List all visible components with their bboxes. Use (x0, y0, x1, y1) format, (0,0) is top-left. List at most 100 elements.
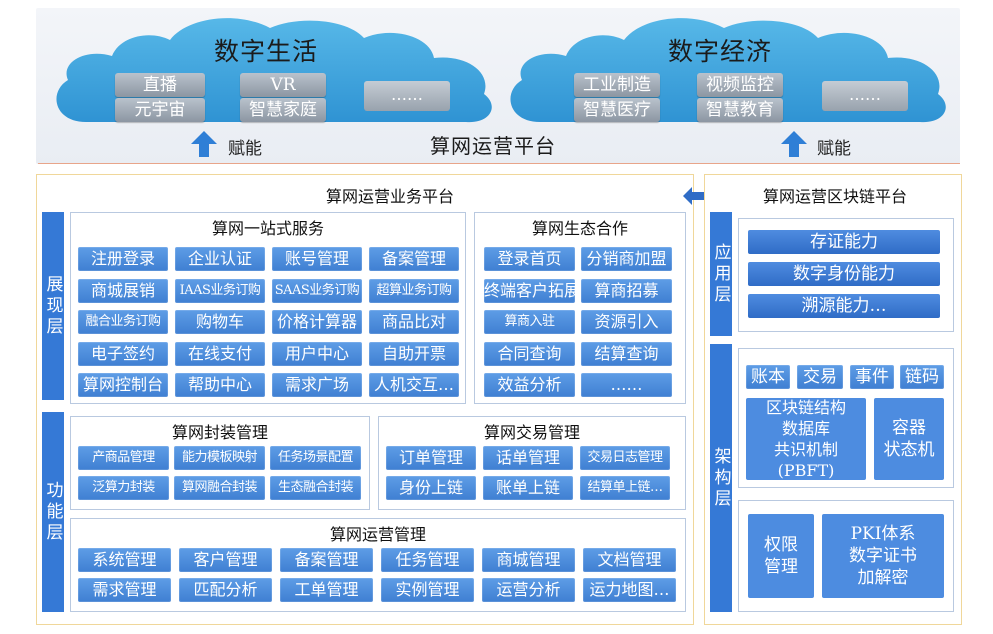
blockchain-structure-box[interactable]: 区块链结构 数据库 共识机制(PBFT) (746, 398, 866, 480)
chip-smart-education[interactable]: 智慧教育 (697, 98, 783, 122)
one-stop-item[interactable]: SAAS业务订购 (272, 278, 362, 303)
packaging-item[interactable]: 产商品管理 (78, 446, 169, 470)
trading-item[interactable]: 结算单上链… (580, 476, 670, 500)
chip-live[interactable]: 直播 (115, 73, 205, 97)
arrow-up-icon (191, 131, 217, 157)
one-stop-item[interactable]: 商品比对 (369, 310, 459, 334)
arrow-up-icon (781, 131, 807, 157)
trading-item[interactable]: 交易日志管理 (580, 446, 670, 470)
packaging-item[interactable]: 任务场景配置 (270, 446, 361, 470)
operation-item[interactable]: 工单管理 (280, 578, 373, 602)
ecosystem-item[interactable]: 算商招募 (581, 278, 672, 303)
ecosystem-item[interactable]: 结算查询 (581, 341, 672, 366)
one-stop-item[interactable]: 注册登录 (78, 247, 168, 271)
operation-item[interactable]: 实例管理 (381, 578, 474, 602)
one-stop-item[interactable]: 价格计算器 (272, 310, 362, 334)
trading-item[interactable]: 账单上链 (483, 476, 573, 500)
transaction-button[interactable]: 交易 (797, 365, 843, 389)
operation-item[interactable]: 备案管理 (280, 548, 373, 572)
empower-left-label: 赋能 (228, 139, 262, 159)
operation-item[interactable]: 系统管理 (78, 548, 171, 572)
trading-item[interactable]: 身份上链 (386, 476, 476, 500)
operation-item[interactable]: 运力地图… (583, 578, 676, 602)
event-button[interactable]: 事件 (850, 365, 894, 389)
operation-item[interactable]: 文档管理 (583, 548, 676, 572)
ecosystem-item[interactable]: …… (581, 373, 672, 397)
ecosystem-item[interactable]: 效益分析 (484, 373, 575, 397)
ecosystem-item[interactable]: 分销商加盟 (581, 247, 672, 271)
trading-item[interactable]: 话单管理 (483, 446, 573, 470)
one-stop-item[interactable]: 超算业务订购 (369, 278, 459, 303)
ecosystem-item[interactable]: 资源引入 (581, 310, 672, 334)
container-line-1: 容器 (892, 418, 926, 438)
operation-item[interactable]: 任务管理 (381, 548, 474, 572)
one-stop-item[interactable]: 用户中心 (272, 341, 362, 366)
ecosystem-title: 算网生态合作 (531, 219, 628, 238)
chip-smart-home[interactable]: 智慧家庭 (240, 98, 326, 122)
cloud-left-more[interactable]: …… (364, 81, 450, 111)
traceability-capability[interactable]: 溯源能力… (748, 294, 940, 318)
ledger-button[interactable]: 账本 (746, 365, 790, 389)
cloud-right-more[interactable]: …… (822, 81, 908, 111)
layer-function-label: 功能层 (42, 412, 64, 612)
one-stop-item[interactable]: 融合业务订购 (78, 310, 168, 334)
digital-identity-capability[interactable]: 数字身份能力 (748, 262, 940, 286)
one-stop-item[interactable]: 人机交互… (369, 373, 459, 397)
blockchain-title: 算网运营区块链平台 (762, 187, 907, 206)
cloud-right-title: 数字经济 (667, 37, 772, 66)
chip-metaverse[interactable]: 元宇宙 (115, 98, 205, 122)
one-stop-item[interactable]: 需求广场 (272, 373, 362, 397)
platform-title: 算网运营平台 (430, 134, 556, 158)
ecosystem-box: 算网生态合作 (474, 212, 686, 404)
layer-arch-label: 架构层 (710, 344, 732, 612)
pki-box[interactable]: PKI体系 数字证书 加解密 (822, 514, 944, 598)
one-stop-item[interactable]: 备案管理 (369, 247, 459, 271)
operation-item[interactable]: 需求管理 (78, 578, 171, 602)
chip-manufacturing[interactable]: 工业制造 (574, 73, 660, 97)
chip-smart-medical[interactable]: 智慧医疗 (574, 98, 660, 122)
packaging-item[interactable]: 生态融合封装 (270, 476, 361, 500)
permission-line-1: 权限 (764, 535, 798, 555)
one-stop-service-title: 算网一站式服务 (211, 219, 324, 238)
ecosystem-item[interactable]: 合同查询 (484, 341, 575, 366)
operation-item[interactable]: 客户管理 (179, 548, 272, 572)
chip-video-monitoring[interactable]: 视频监控 (697, 73, 783, 97)
evidence-capability[interactable]: 存证能力 (748, 230, 940, 254)
one-stop-item[interactable]: 帮助中心 (175, 373, 265, 397)
operation-item[interactable]: 商城管理 (482, 548, 575, 572)
container-line-2: 状态机 (883, 440, 935, 460)
one-stop-service-box: 算网一站式服务 (70, 212, 466, 404)
one-stop-item[interactable]: 企业认证 (175, 247, 265, 271)
packaging-item[interactable]: 能力模板映射 (174, 446, 265, 470)
trading-item[interactable]: 订单管理 (386, 446, 476, 470)
one-stop-item[interactable]: 在线支付 (175, 341, 265, 366)
one-stop-item[interactable]: 电子签约 (78, 341, 168, 366)
one-stop-item[interactable]: 商城展销 (78, 278, 168, 303)
packaging-item[interactable]: 泛算力封装 (78, 476, 169, 500)
one-stop-item[interactable]: 自助开票 (369, 341, 459, 366)
one-stop-item[interactable]: 算网控制台 (78, 373, 168, 397)
one-stop-item[interactable]: IAAS业务订购 (175, 278, 265, 303)
ecosystem-item[interactable]: 算商入驻 (484, 310, 575, 334)
packaging-item[interactable]: 算网融合封装 (174, 476, 265, 500)
operation-title: 算网运营管理 (329, 525, 426, 544)
container-state-box[interactable]: 容器 状态机 (874, 398, 944, 480)
chaincode-button[interactable]: 链码 (900, 365, 944, 389)
ecosystem-item[interactable]: 登录首页 (484, 247, 575, 271)
cloud-left-title: 数字生活 (213, 37, 318, 66)
structure-line-3: 共识机制(PBFT) (773, 440, 838, 480)
pki-line-3: 加解密 (857, 568, 909, 588)
one-stop-item[interactable]: 账号管理 (272, 247, 362, 271)
layer-present-label: 展现层 (42, 212, 64, 400)
chip-vr[interactable]: VR (240, 73, 326, 97)
layer-app-label: 应用层 (710, 212, 732, 336)
operation-item[interactable]: 运营分析 (482, 578, 575, 602)
permission-box[interactable]: 权限 管理 (748, 514, 814, 598)
ecosystem-item[interactable]: 终端客户拓展 (484, 278, 575, 303)
trading-title: 算网交易管理 (483, 423, 580, 442)
operation-item[interactable]: 匹配分析 (179, 578, 272, 602)
divider-line (38, 163, 960, 164)
one-stop-item[interactable]: 购物车 (175, 310, 265, 334)
pki-line-2: 数字证书 (849, 546, 917, 566)
business-platform-title: 算网运营业务平台 (325, 187, 454, 206)
